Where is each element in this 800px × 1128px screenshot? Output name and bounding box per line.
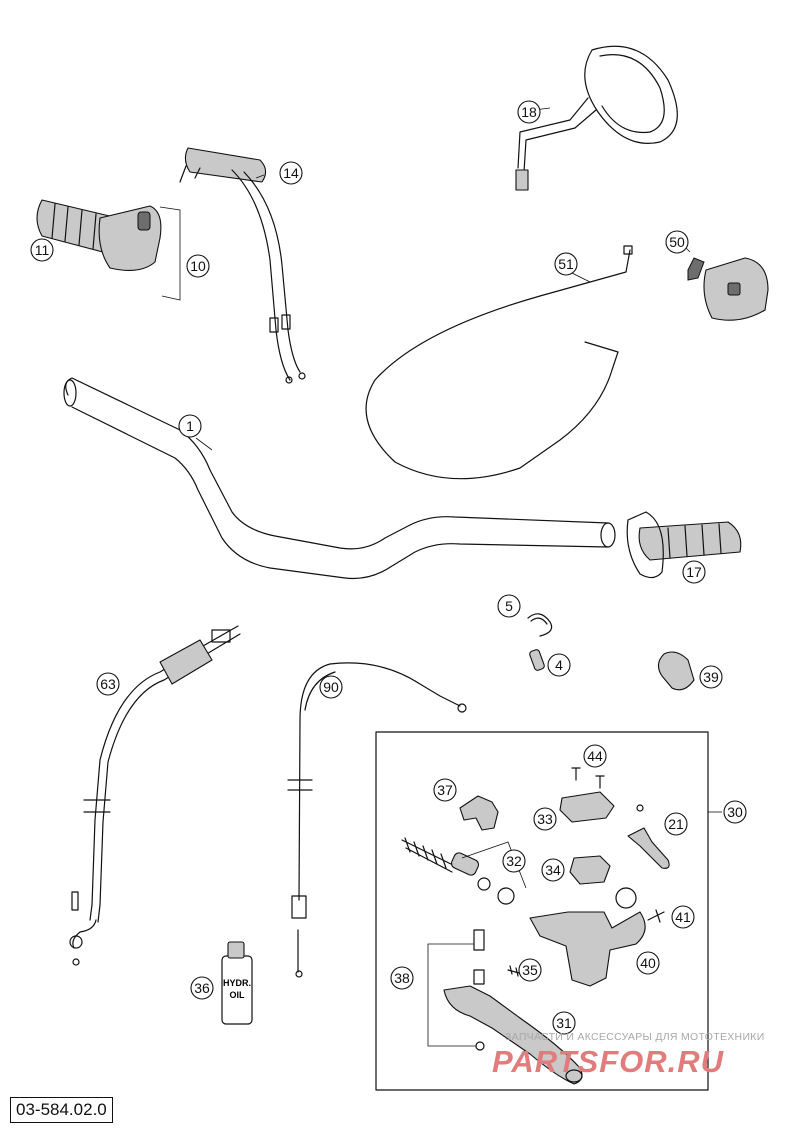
svg-text:10: 10 (190, 258, 206, 274)
svg-text:63: 63 (100, 676, 116, 692)
svg-text:36: 36 (194, 980, 210, 996)
speedometer-cable (69, 625, 241, 966)
svg-text:50: 50 (669, 234, 685, 250)
svg-text:21: 21 (668, 816, 684, 832)
drawing-number: 03-584.02.0 (10, 1097, 113, 1123)
callout-36: 36 (190, 976, 214, 1000)
callout-51: 51 (554, 252, 578, 276)
callout-10: 10 (186, 254, 210, 278)
callout-39: 39 (699, 665, 723, 689)
kill-switch (687, 257, 769, 321)
circlip (527, 613, 553, 637)
svg-text:1: 1 (186, 418, 194, 434)
callout-1: 1 (178, 414, 202, 438)
callout-34: 34 (541, 858, 565, 882)
hot-start-cable (365, 245, 633, 480)
callout-44: 44 (583, 744, 607, 768)
svg-text:44: 44 (587, 748, 603, 764)
svg-text:90: 90 (323, 679, 339, 695)
callout-18: 18 (517, 100, 541, 124)
clamp (657, 651, 695, 691)
callout-32: 32 (502, 849, 526, 873)
svg-text:31: 31 (556, 1015, 572, 1031)
svg-text:30: 30 (727, 804, 743, 820)
callout-35: 35 (518, 958, 542, 982)
svg-text:41: 41 (675, 909, 691, 925)
callout-30: 30 (723, 800, 747, 824)
callout-4: 4 (547, 653, 571, 677)
svg-text:35: 35 (522, 962, 538, 978)
callout-31: 31 (552, 1011, 576, 1035)
bottle-label-line2: OIL (230, 990, 246, 1000)
mirror (515, 45, 678, 191)
callout-38: 38 (390, 966, 414, 990)
handlebar (63, 377, 616, 580)
svg-text:32: 32 (506, 853, 522, 869)
svg-text:5: 5 (505, 598, 513, 614)
clutch-cable (287, 662, 467, 978)
svg-text:18: 18 (521, 104, 537, 120)
watermark-subtitle: ЗАПЧАСТИ И АКСЕССУАРЫ ДЛЯ МОТОТЕХНИКИ (505, 1031, 765, 1043)
callout-33: 33 (533, 807, 557, 831)
callout-41: 41 (671, 905, 695, 929)
callout-14: 14 (279, 161, 303, 185)
callout-21: 21 (664, 812, 688, 836)
callout-50: 50 (665, 230, 689, 254)
svg-text:40: 40 (640, 955, 656, 971)
svg-text:17: 17 (686, 564, 702, 580)
watermark-logo[interactable]: PARTSFOR.RU (492, 1044, 725, 1079)
svg-text:11: 11 (35, 242, 50, 258)
svg-text:37: 37 (437, 782, 453, 798)
callout-37: 37 (433, 778, 457, 802)
callout-5: 5 (497, 594, 521, 618)
svg-text:34: 34 (545, 862, 561, 878)
svg-text:38: 38 (394, 970, 410, 986)
callout-90: 90 (319, 675, 343, 699)
callout-17: 17 (682, 560, 706, 584)
svg-text:14: 14 (283, 165, 299, 181)
throttle-cables (179, 147, 306, 384)
left-grip (626, 511, 742, 579)
svg-text:51: 51 (558, 256, 574, 272)
svg-text:4: 4 (555, 657, 563, 673)
hydraulic-oil-bottle: HYDR. OIL (221, 941, 253, 1025)
pin (529, 649, 545, 671)
svg-text:39: 39 (703, 669, 719, 685)
clutch-assembly-parts (401, 767, 670, 1085)
svg-text:33: 33 (537, 811, 553, 827)
throttle-housing (98, 205, 181, 301)
callout-63: 63 (96, 672, 120, 696)
bottle-label-line1: HYDR. (223, 978, 251, 988)
callout-11: 11 (30, 238, 54, 262)
callout-40: 40 (636, 951, 660, 975)
clutch-assembly-frame (375, 731, 722, 1091)
